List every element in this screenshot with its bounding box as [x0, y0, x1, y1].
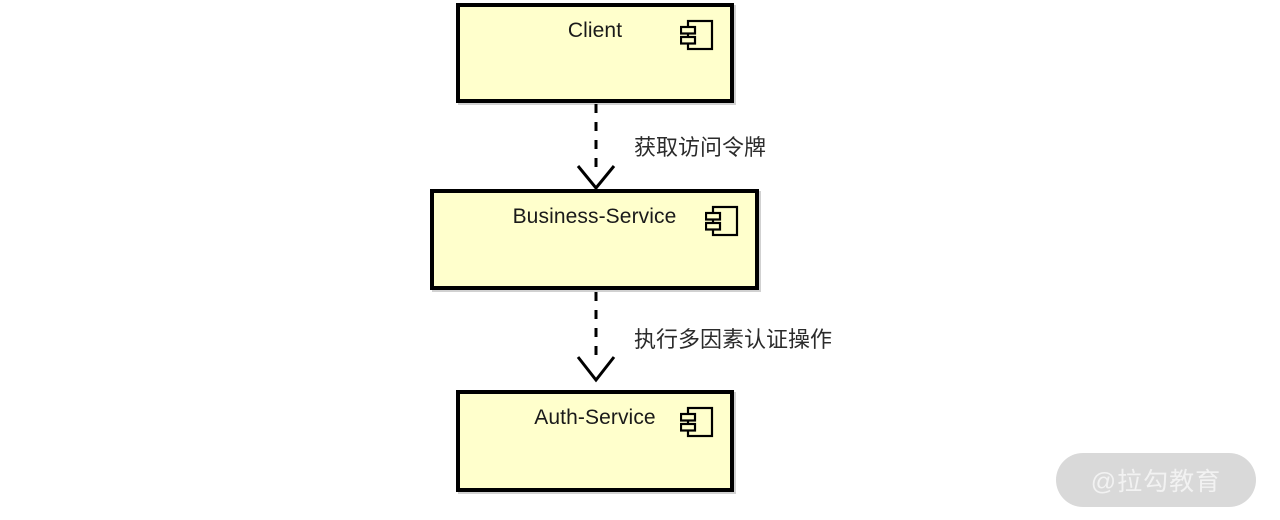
edge-label-get-access-token: 获取访问令牌 — [634, 135, 767, 160]
edge-label-perform-mfa: 执行多因素认证操作 — [634, 327, 833, 352]
component-label: Client — [567, 19, 623, 42]
component-node-business-service[interactable]: Business-Service — [430, 189, 759, 290]
component-icon — [680, 406, 714, 438]
component-icon — [680, 19, 714, 51]
arrowhead-open — [576, 356, 616, 383]
edge-business-to-auth — [576, 292, 616, 383]
component-node-auth-service[interactable]: Auth-Service — [456, 390, 734, 492]
component-label: Business-Service — [512, 205, 677, 228]
component-node-client[interactable]: Client — [456, 3, 734, 103]
component-label: Auth-Service — [534, 406, 656, 429]
arrowhead-open — [576, 165, 616, 191]
watermark-text: @拉勾教育 — [1090, 468, 1222, 496]
watermark-badge: @拉勾教育 — [1056, 453, 1256, 507]
component-icon — [705, 205, 739, 237]
edge-client-to-business — [576, 104, 616, 191]
